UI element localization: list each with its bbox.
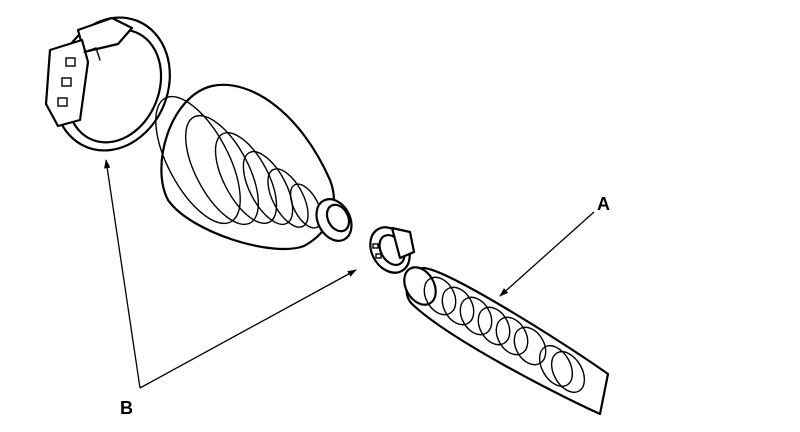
small-boot-band [369, 226, 416, 274]
band-slot-2 [61, 77, 72, 87]
leader-b-small-band [139, 269, 357, 389]
leader-lines [104, 159, 595, 389]
leader-a-driveshaft [499, 211, 595, 297]
large-boot-band [44, 16, 171, 152]
band-slot-1 [65, 57, 76, 67]
small-band-slot-1 [372, 243, 379, 249]
small-band-slot-2 [375, 253, 382, 259]
leader-b-large-band [104, 159, 141, 389]
driveshaft [403, 266, 610, 416]
callout-a: A [597, 194, 610, 214]
boot-bellows [155, 83, 353, 251]
callout-b: B [120, 398, 133, 418]
band-slot-3 [57, 97, 68, 107]
